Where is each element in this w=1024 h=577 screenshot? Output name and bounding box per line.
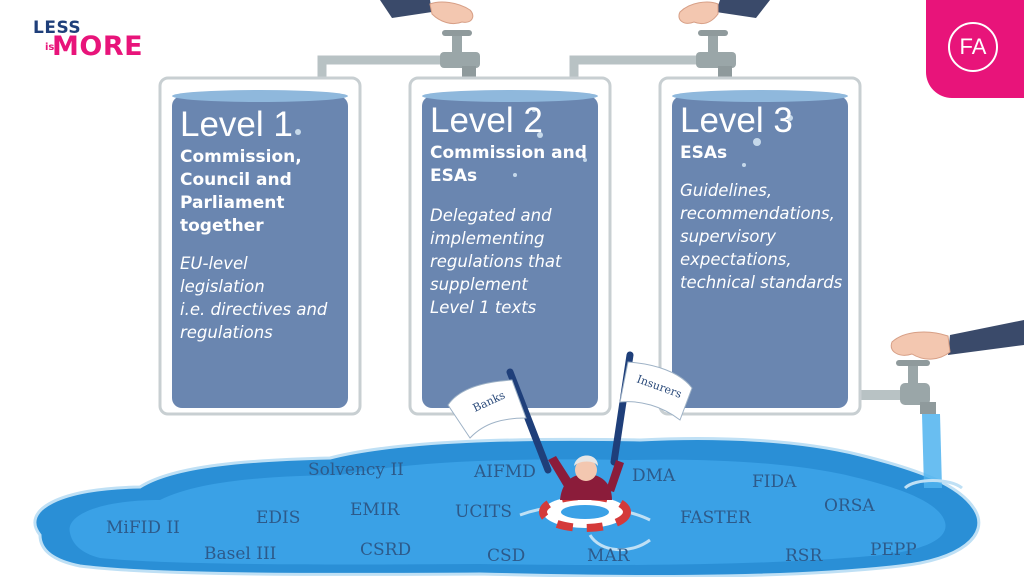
fa-badge-text: FA — [959, 34, 987, 59]
term-faster: FASTER — [680, 508, 751, 528]
hand-right-faucet — [890, 320, 1024, 360]
term-pepp: PEPP — [870, 540, 917, 560]
level-1-desc-line: EU-level — [180, 254, 248, 273]
level-2-desc-line: Level 1 texts — [430, 298, 537, 317]
flag-right — [619, 361, 693, 421]
level-3-desc-line: expectations, — [680, 250, 792, 269]
level-1-description: EU-level legislation i.e. directives and… — [180, 252, 352, 344]
hand-top-left — [380, 0, 474, 25]
tank-level-2 — [408, 76, 612, 416]
level-1-subtitle-line: together — [180, 216, 264, 236]
level-3-desc-line: technical standards — [680, 273, 843, 292]
water-stream-ripple — [588, 534, 651, 552]
level-2-desc-line: regulations that — [430, 252, 562, 271]
faucet-level-2 — [440, 30, 480, 84]
term-orsa: ORSA — [824, 496, 875, 516]
level-3-description: Guidelines, recommendations, supervisory… — [680, 179, 856, 294]
level-1-subtitle-line: Council and — [180, 170, 292, 190]
level-3-panel: Level 3 ESAs Guidelines, recommendations… — [680, 102, 856, 294]
term-csd: CSD — [487, 546, 526, 566]
level-1-subtitle-line: Commission, — [180, 147, 302, 167]
level-3-title: Level 3 — [680, 101, 793, 140]
flag-left — [447, 379, 527, 439]
level-1-desc-line: regulations — [180, 323, 273, 342]
level-3-desc-line: Guidelines, — [680, 181, 773, 200]
level-3-subtitle-line: ESAs — [680, 143, 728, 163]
level-1-subtitle: Commission, Council and Parliament toget… — [180, 146, 352, 238]
term-fida: FIDA — [752, 472, 797, 492]
level-3-desc-line: recommendations, — [680, 204, 835, 223]
term-aifmd: AIFMD — [474, 462, 536, 482]
level-1-desc-line: i.e. directives and — [180, 300, 328, 319]
level-2-subtitle-line: Commission and — [430, 143, 587, 163]
outlet-splash — [903, 479, 963, 490]
level-3-subtitle: ESAs — [680, 142, 856, 165]
term-dma: DMA — [632, 466, 676, 486]
tank-level-3 — [658, 76, 862, 416]
term-mifid-ii: MiFID II — [106, 518, 180, 538]
level-3-desc-line: supervisory — [680, 227, 777, 246]
logo-is: is — [45, 42, 55, 53]
bubbles — [295, 108, 793, 177]
outlet-water-stream — [922, 414, 942, 488]
level-2-desc-line: supplement — [430, 275, 528, 294]
water-puddle-inner — [69, 459, 946, 566]
faucet-outlet — [896, 360, 936, 414]
logo-more: MORE — [52, 31, 144, 62]
logo-less: LESS — [33, 18, 82, 38]
term-rsr: RSR — [785, 546, 823, 566]
faucet-level-3 — [696, 30, 736, 84]
swimmer — [447, 351, 693, 532]
term-edis: EDIS — [256, 508, 301, 528]
term-csrd: CSRD — [360, 540, 412, 560]
tank-level-1 — [158, 76, 362, 416]
level-1-desc-line: legislation — [180, 277, 265, 296]
level-2-desc-line: implementing — [430, 229, 545, 248]
term-emir: EMIR — [350, 500, 400, 520]
level-2-description: Delegated and implementing regulations t… — [430, 204, 606, 319]
fa-badge: FA — [926, 0, 1024, 98]
less-is-more-logo: LESS is MORE — [33, 18, 163, 68]
flag-pole-left — [506, 368, 552, 474]
term-basel-iii: Basel III — [204, 544, 277, 564]
level-2-subtitle-line: ESAs — [430, 166, 478, 186]
level-2-subtitle: Commission and ESAs — [430, 142, 606, 188]
level-2-panel: Level 2 Commission and ESAs Delegated an… — [430, 102, 606, 319]
level-1-title: Level 1 — [180, 105, 293, 144]
level-1-subtitle-line: Parliament — [180, 193, 285, 213]
level-1-panel: Level 1 Commission, Council and Parliame… — [180, 106, 352, 344]
term-solvency-ii: Solvency II — [308, 460, 404, 480]
hand-top-right — [678, 0, 770, 25]
level-2-title: Level 2 — [430, 101, 543, 140]
level-2-desc-line: Delegated and — [430, 206, 552, 225]
term-ucits: UCITS — [455, 502, 513, 522]
term-mar: MAR — [587, 546, 630, 566]
fa-ring-icon — [948, 22, 998, 72]
